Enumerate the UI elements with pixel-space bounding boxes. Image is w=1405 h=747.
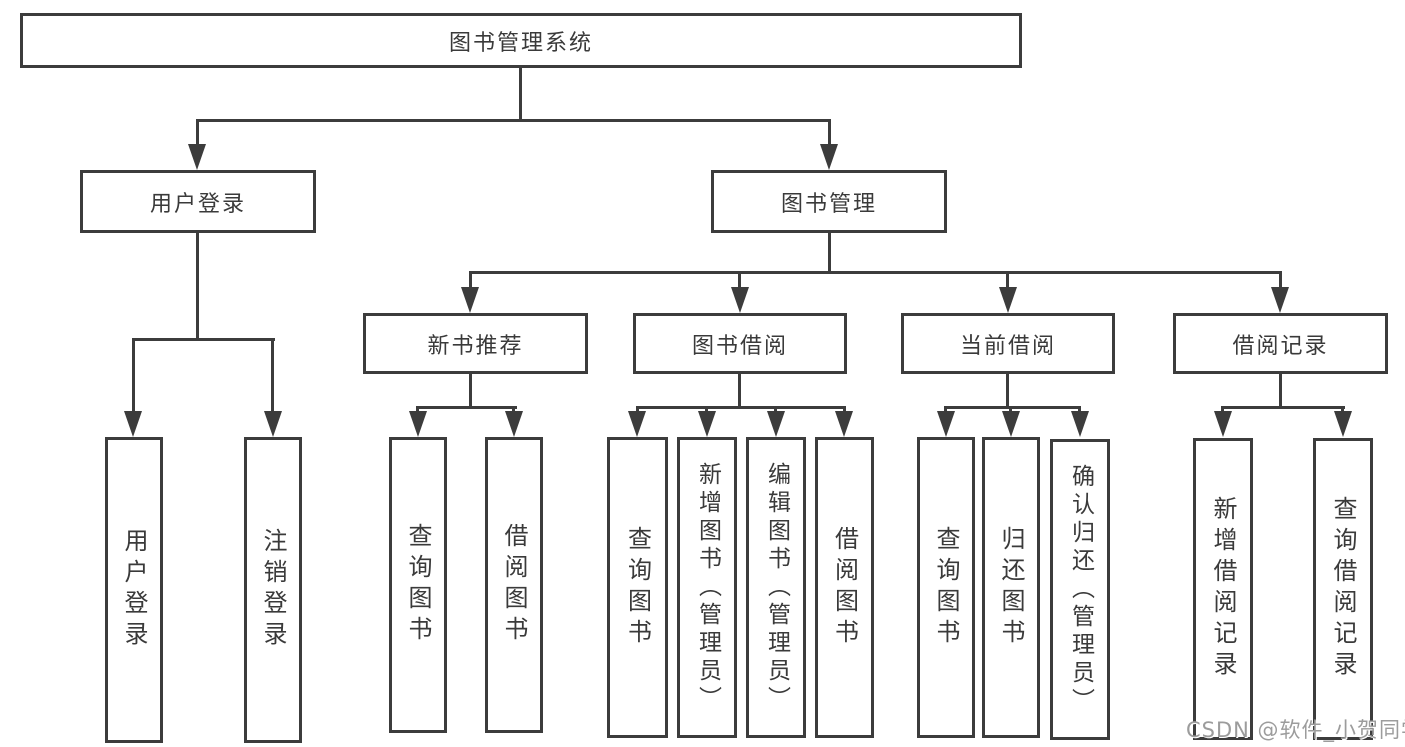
node-book-management: 图书管理 — [711, 170, 947, 233]
node-new-book-recommend: 新书推荐 — [363, 313, 588, 374]
arrowhead-bb-query — [628, 411, 646, 437]
arrowhead-book-borrow — [731, 287, 749, 313]
leaf-bb-add-books-admin: 新增图书（管理员） — [677, 437, 737, 738]
arrowhead-nb-query — [409, 411, 427, 437]
connector-cb-confirm-drop — [1078, 406, 1081, 415]
leaf-cb-return-books: 归还图书 — [982, 437, 1040, 738]
arrowhead-cb-confirm — [1071, 411, 1089, 437]
node-root: 图书管理系统 — [20, 13, 1022, 68]
leaf-br-query-record: 查询借阅记录 — [1313, 438, 1373, 740]
leaf-cb-query-books: 查询图书 — [917, 437, 975, 738]
connector-new-book-stem — [469, 374, 472, 408]
connector-bb-query-drop — [636, 406, 639, 415]
leaf-nb-borrow-books: 借阅图书 — [485, 437, 543, 733]
arrowhead-leaf-login — [124, 411, 142, 437]
connector-book-mgmt-stem — [828, 233, 831, 274]
arrowhead-user-login — [188, 144, 206, 170]
connector-bb-borrow-drop — [843, 406, 846, 415]
node-borrow-records: 借阅记录 — [1173, 313, 1388, 374]
arrowhead-br-query — [1334, 411, 1352, 437]
leaf-user-login: 用户登录 — [105, 437, 163, 743]
connector-nb-borrow-drop — [512, 406, 515, 415]
connector-borrow-record-drop — [1279, 271, 1282, 291]
connector-nb-query-drop — [416, 406, 419, 415]
connector-book-borrow-rail — [636, 406, 846, 409]
leaf-br-add-record: 新增借阅记录 — [1193, 438, 1253, 740]
connector-bb-edit-drop — [774, 406, 777, 415]
connector-br-query-drop — [1341, 406, 1344, 415]
arrowhead-bb-add — [698, 411, 716, 437]
arrowhead-br-add — [1214, 411, 1232, 437]
arrowhead-book-mgmt — [820, 144, 838, 170]
connector-user-login-rail — [132, 338, 275, 341]
arrowhead-cb-query — [937, 411, 955, 437]
connector-leaf-logout-drop — [271, 338, 274, 414]
leaf-bb-edit-books-admin: 编辑图书（管理员） — [746, 437, 806, 738]
connector-book-mgmt-rail — [469, 271, 1282, 274]
connector-new-book-rail — [416, 406, 517, 409]
arrowhead-bb-edit — [767, 411, 785, 437]
connector-current-borrow-stem — [1006, 374, 1009, 408]
connector-current-borrow-rail — [944, 406, 1081, 409]
node-user-login: 用户登录 — [80, 170, 316, 233]
arrowhead-cb-return — [1002, 411, 1020, 437]
arrowhead-leaf-logout — [264, 411, 282, 437]
csdn-watermark: CSDN @软件_小贺同学 — [1186, 718, 1405, 742]
connector-user-login-stem — [196, 233, 199, 340]
leaf-logout: 注销登录 — [244, 437, 302, 743]
connector-cb-return-drop — [1009, 406, 1012, 415]
connector-cb-query-drop — [944, 406, 947, 415]
connector-user-login-drop — [196, 119, 199, 147]
connector-book-mgmt-drop — [828, 119, 831, 147]
leaf-bb-borrow-books: 借阅图书 — [815, 437, 874, 738]
leaf-cb-confirm-return-admin: 确认归还（管理员） — [1050, 439, 1110, 740]
leaf-nb-query-books: 查询图书 — [389, 437, 447, 733]
connector-current-borrow-drop — [1006, 271, 1009, 291]
connector-br-add-drop — [1221, 406, 1224, 415]
leaf-bb-query-books: 查询图书 — [607, 437, 668, 738]
connector-book-borrow-drop — [738, 271, 741, 291]
arrowhead-new-book — [461, 287, 479, 313]
connector-bb-add-drop — [705, 406, 708, 415]
connector-root-rail — [197, 119, 831, 122]
connector-borrow-record-stem — [1279, 374, 1282, 408]
arrowhead-bb-borrow — [835, 411, 853, 437]
connector-leaf-login-drop — [132, 338, 135, 414]
connector-root-stem — [519, 68, 522, 122]
arrowhead-current-borrow — [999, 287, 1017, 313]
arrowhead-borrow-record — [1271, 287, 1289, 313]
arrowhead-nb-borrow — [505, 411, 523, 437]
node-current-borrowing: 当前借阅 — [901, 313, 1115, 374]
node-book-borrowing: 图书借阅 — [633, 313, 847, 374]
connector-new-book-drop — [469, 271, 472, 291]
connector-borrow-record-rail — [1222, 406, 1345, 409]
connector-book-borrow-stem — [738, 374, 741, 408]
